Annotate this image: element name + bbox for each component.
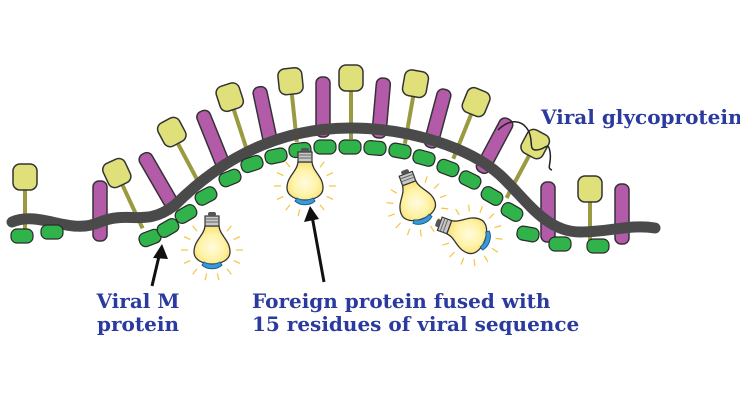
- m-protein-icon: [388, 142, 412, 160]
- glycoprotein-icon: [338, 64, 364, 139]
- m-protein-icon: [218, 168, 242, 188]
- glycoprotein-icon: [215, 82, 251, 156]
- m-protein-icon: [458, 170, 482, 190]
- m-protein-icon: [313, 139, 337, 155]
- viral-glycoproteins-text: Viral glycoproteins: [541, 105, 740, 129]
- lightbulb-icon: [435, 204, 503, 267]
- m-protein-icon: [412, 149, 436, 167]
- viral-glycoproteins-label: Viral glycoproteins: [541, 106, 740, 129]
- glycoprotein-icon: [371, 77, 392, 139]
- lightbulb-layer: [181, 148, 503, 281]
- m-protein-layer: [10, 139, 610, 254]
- m-protein-icon: [436, 158, 460, 178]
- glycoprotein-icon: [12, 163, 38, 238]
- m-protein-icon: [480, 186, 504, 206]
- m-protein-icon: [156, 218, 180, 238]
- foreign-protein-line1: Foreign protein fused with: [252, 289, 551, 313]
- glycoprotein-icon: [423, 88, 452, 149]
- glycoprotein-pointer-squiggle: [497, 121, 553, 171]
- viral-m-protein-line2: protein: [97, 312, 179, 336]
- m-protein-icon: [40, 224, 64, 240]
- m-protein-icon: [240, 154, 264, 174]
- m-protein-icon: [338, 139, 362, 155]
- m-protein-icon: [586, 238, 610, 254]
- lightbulb-icon: [386, 169, 449, 237]
- m-protein-icon: [174, 204, 198, 224]
- glycoprotein-icon: [614, 183, 630, 245]
- m-protein-icon: [363, 139, 387, 157]
- arrow-icon: [150, 244, 168, 287]
- lightbulb-icon: [274, 148, 336, 217]
- m-protein-icon: [194, 186, 218, 206]
- m-protein-icon: [10, 228, 34, 244]
- viral-membrane: [6, 122, 661, 238]
- glycoprotein-icon: [92, 180, 108, 242]
- arrow-icon: [304, 206, 326, 283]
- viral-m-protein-line1: Viral M: [96, 289, 180, 313]
- m-protein-icon: [500, 202, 524, 222]
- m-protein-icon: [264, 147, 288, 165]
- glycoprotein-icon: [315, 76, 331, 138]
- lightbulb-icon: [181, 212, 243, 281]
- m-protein-icon: [516, 225, 540, 243]
- viral-m-protein-label: Viral M protein: [88, 290, 188, 336]
- foreign-protein-label: Foreign protein fused with 15 residues o…: [252, 290, 579, 336]
- m-protein-icon: [548, 236, 572, 252]
- foreign-protein-line2: 15 residues of viral sequence: [252, 312, 580, 336]
